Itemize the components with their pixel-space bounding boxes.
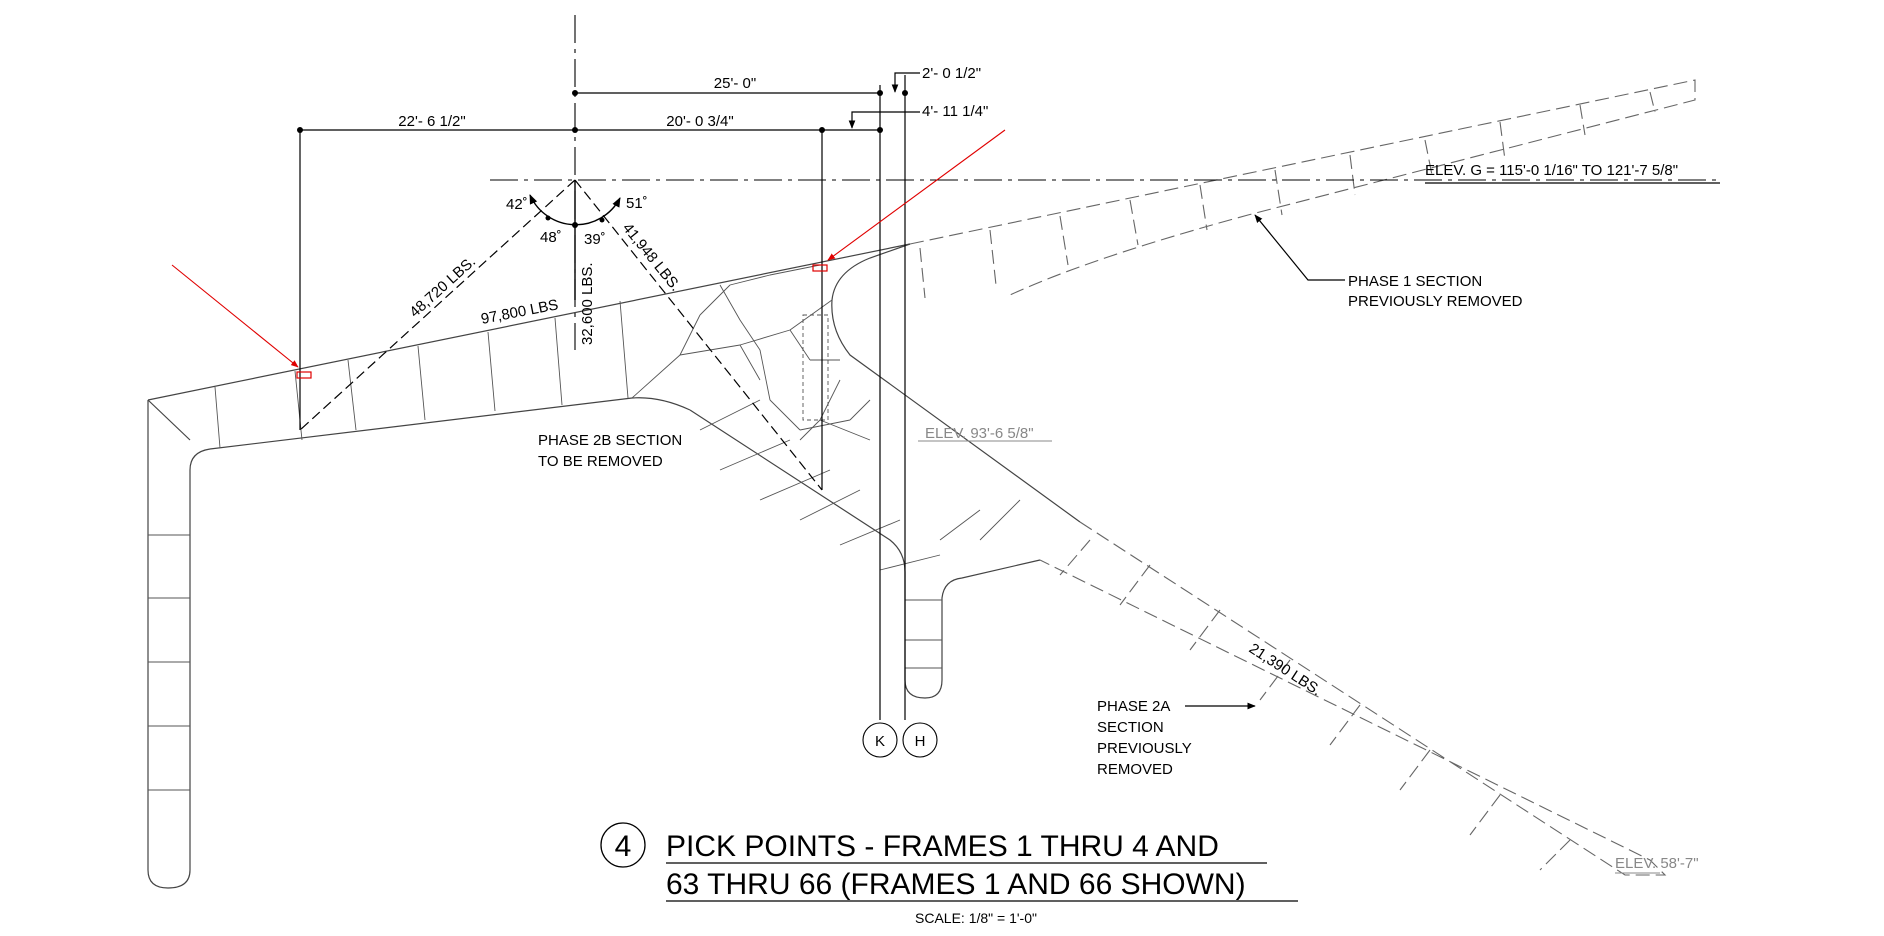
dimension-lines [297, 72, 920, 490]
elevation-mid: ELEV. 93'-6 5/8" [925, 425, 1034, 442]
dimension-text: 25'- 0" 2'- 0 1/2" 22'- 6 1/2" 20'- 0 3/… [398, 65, 988, 130]
title-line-2: 63 THRU 66 (FRAMES 1 AND 66 SHOWN) [666, 868, 1246, 901]
grid-bubbles: K H [862, 722, 938, 758]
note-phase2a-line1: PHASE 2A [1097, 698, 1170, 715]
sling-lines [299, 179, 823, 491]
left-pick-point [296, 371, 312, 379]
dim-20-0-3-4: 20'- 0 3/4" [666, 113, 733, 130]
angle-51: 51˚ [626, 195, 648, 212]
phase-2a-structure [1039, 521, 1667, 876]
phase-1-structure [909, 79, 1696, 299]
elevation-text: ELEV. G = 115'-0 1/16" TO 121'-7 5/8" EL… [925, 162, 1699, 872]
phase-2b-structure [147, 243, 1081, 889]
grid-label-k: K [875, 733, 885, 750]
load-right-sling: 41,948 LBS. [619, 220, 684, 295]
angle-text: 42˚ 48˚ 39˚ 51˚ [506, 195, 648, 248]
detail-number-bubble [600, 822, 646, 868]
note-phase2a-line4: REMOVED [1097, 761, 1173, 778]
load-phase-2a: 21,390 LBS. [1246, 640, 1325, 699]
note-phase2b-line1: PHASE 2B SECTION [538, 432, 682, 449]
title-line-1: PICK POINTS - FRAMES 1 THRU 4 AND [666, 830, 1219, 863]
leaders [918, 182, 1720, 874]
title-block: 4 PICK POINTS - FRAMES 1 THRU 4 AND 63 T… [600, 822, 1298, 926]
elevation-g: ELEV. G = 115'-0 1/16" TO 121'-7 5/8" [1425, 162, 1678, 179]
note-phase2a-line3: PREVIOUSLY [1097, 740, 1192, 757]
load-total: 97,800 LBS [480, 296, 560, 328]
scale-note: SCALE: 1/8" = 1'-0" [915, 910, 1037, 926]
dim-4-11-1-4: 4'- 11 1/4" [922, 103, 988, 120]
phase-notes: PHASE 1 SECTION PREVIOUSLY REMOVED PHASE… [538, 273, 1523, 778]
right-pick-point [812, 264, 828, 272]
angle-48: 48˚ [540, 229, 562, 246]
load-left-sling: 48,720 LBS. [406, 253, 479, 321]
angle-39: 39˚ [584, 231, 606, 248]
note-phase2b-line2: TO BE REMOVED [538, 453, 663, 470]
note-phase1-line1: PHASE 1 SECTION [1348, 273, 1482, 290]
angle-42: 42˚ [506, 196, 528, 213]
grid-bubble-k [862, 722, 898, 758]
left-pick-arrow [171, 264, 299, 368]
elevation-low: ELEV. 58'-7" [1615, 855, 1699, 872]
grid-label-h: H [915, 733, 926, 750]
grid-bubble-h [902, 722, 938, 758]
pick-point-markers [171, 129, 1006, 379]
note-phase2a-line2: SECTION [1097, 719, 1164, 736]
dim-22-6-1-2: 22'- 6 1/2" [398, 113, 465, 130]
dim-2-0-1-2: 2'- 0 1/2" [922, 65, 981, 82]
right-pick-arrow [827, 129, 1006, 261]
dim-25-0: 25'- 0" [714, 75, 756, 92]
note-phase1-line2: PREVIOUSLY REMOVED [1348, 293, 1523, 310]
detail-number: 4 [615, 830, 632, 863]
load-center: 32,600 LBS. [579, 262, 596, 345]
